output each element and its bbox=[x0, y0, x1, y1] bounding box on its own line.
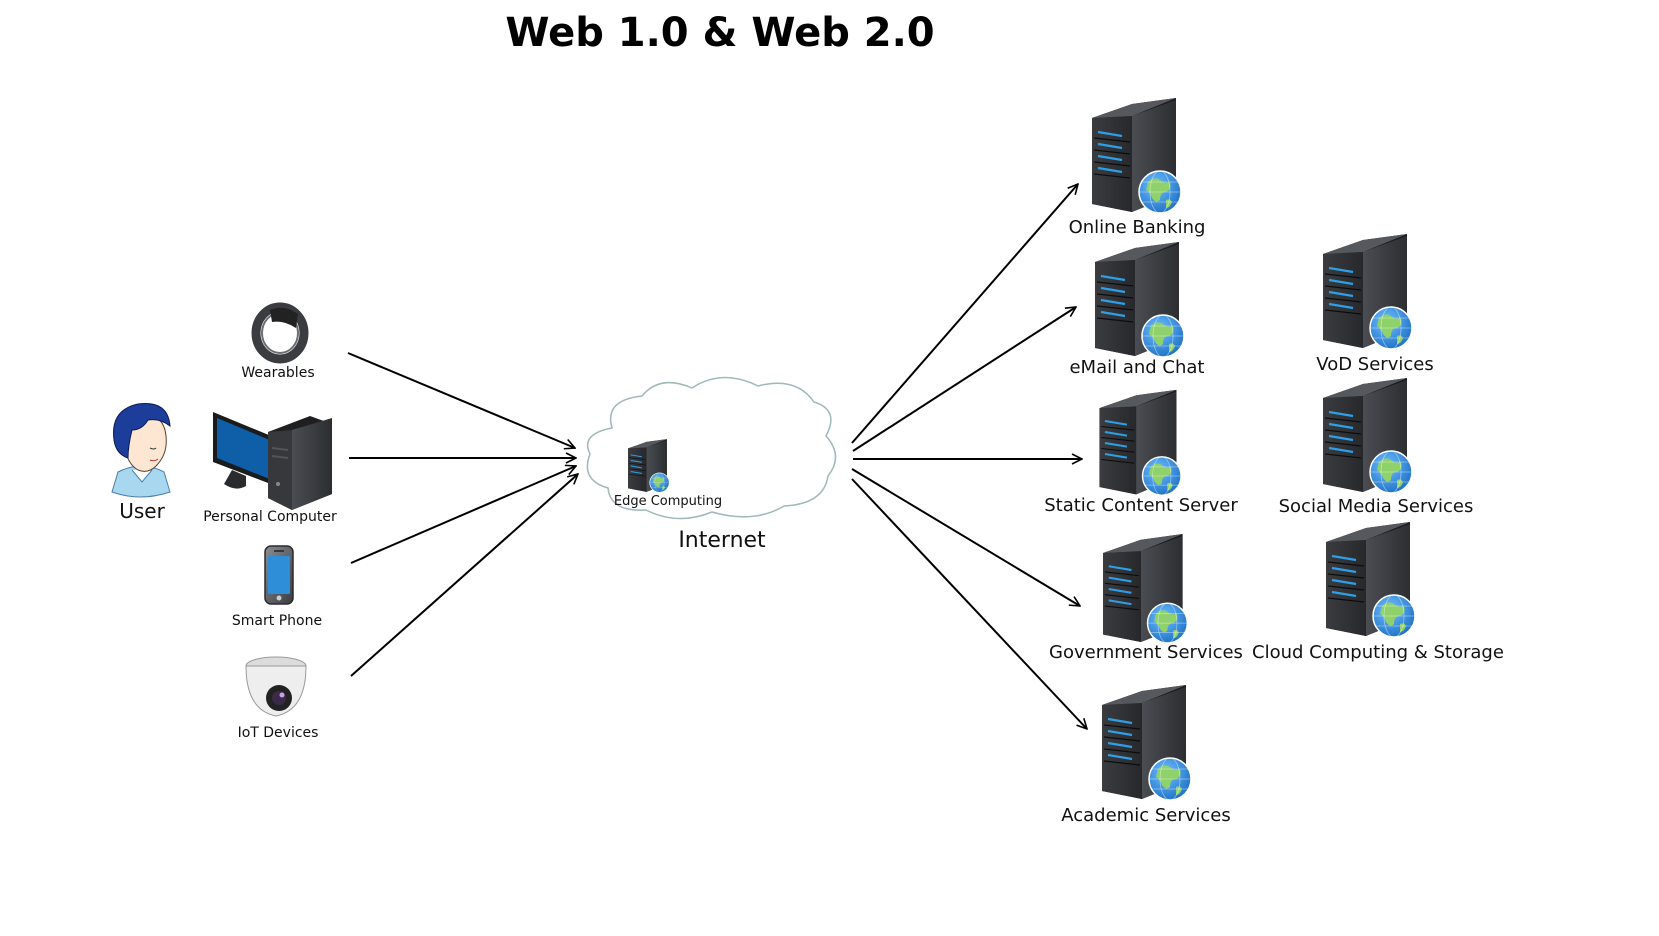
service-label-cloud-computing: Cloud Computing & Storage bbox=[1252, 642, 1504, 663]
server-icon-academic bbox=[1102, 683, 1193, 802]
service-label-social-media: Social Media Services bbox=[1279, 496, 1474, 517]
server-icon-static-content bbox=[1099, 388, 1183, 497]
arrow-internet-to-academic bbox=[851, 478, 1087, 729]
arrow-internet-to-government bbox=[851, 468, 1080, 606]
arrow-internet-to-online-banking bbox=[851, 184, 1078, 444]
service-label-academic: Academic Services bbox=[1061, 805, 1230, 826]
diagram-title: Web 1.0 & Web 2.0 bbox=[505, 10, 934, 56]
server-icon-government bbox=[1103, 533, 1189, 645]
service-label-government: Government Services bbox=[1049, 642, 1243, 663]
server-icon-online-banking bbox=[1092, 96, 1183, 215]
server-icon-social-media bbox=[1323, 376, 1414, 495]
device-label-phone: Smart Phone bbox=[232, 613, 322, 629]
service-label-online-banking: Online Banking bbox=[1069, 217, 1206, 238]
arrow-phone-to-internet bbox=[350, 466, 576, 564]
server-icon-cloud-computing bbox=[1326, 520, 1417, 639]
device-label-pc: Personal Computer bbox=[203, 509, 337, 525]
service-label-vod: VoD Services bbox=[1316, 354, 1433, 375]
service-label-static-content: Static Content Server bbox=[1044, 495, 1238, 516]
edge-computing-label: Edge Computing bbox=[614, 494, 722, 509]
wearable-watch-icon bbox=[251, 302, 309, 364]
security-camera-icon bbox=[245, 656, 307, 717]
arrow-internet-to-email-chat bbox=[852, 307, 1076, 452]
server-icon-vod bbox=[1323, 232, 1414, 351]
server-icon-email-chat bbox=[1095, 240, 1186, 359]
smartphone-icon bbox=[264, 545, 294, 605]
arrow-wearables-to-internet bbox=[347, 352, 575, 448]
user-label: User bbox=[119, 499, 165, 523]
user-icon bbox=[111, 402, 171, 498]
arrow-iot-to-internet bbox=[350, 474, 578, 677]
device-label-wearables: Wearables bbox=[241, 365, 314, 381]
edge-computing-server-icon bbox=[628, 438, 670, 493]
desktop-computer-icon bbox=[213, 412, 332, 510]
service-label-email-chat: eMail and Chat bbox=[1069, 357, 1204, 378]
internet-label: Internet bbox=[678, 528, 766, 553]
device-label-iot: IoT Devices bbox=[238, 725, 319, 741]
